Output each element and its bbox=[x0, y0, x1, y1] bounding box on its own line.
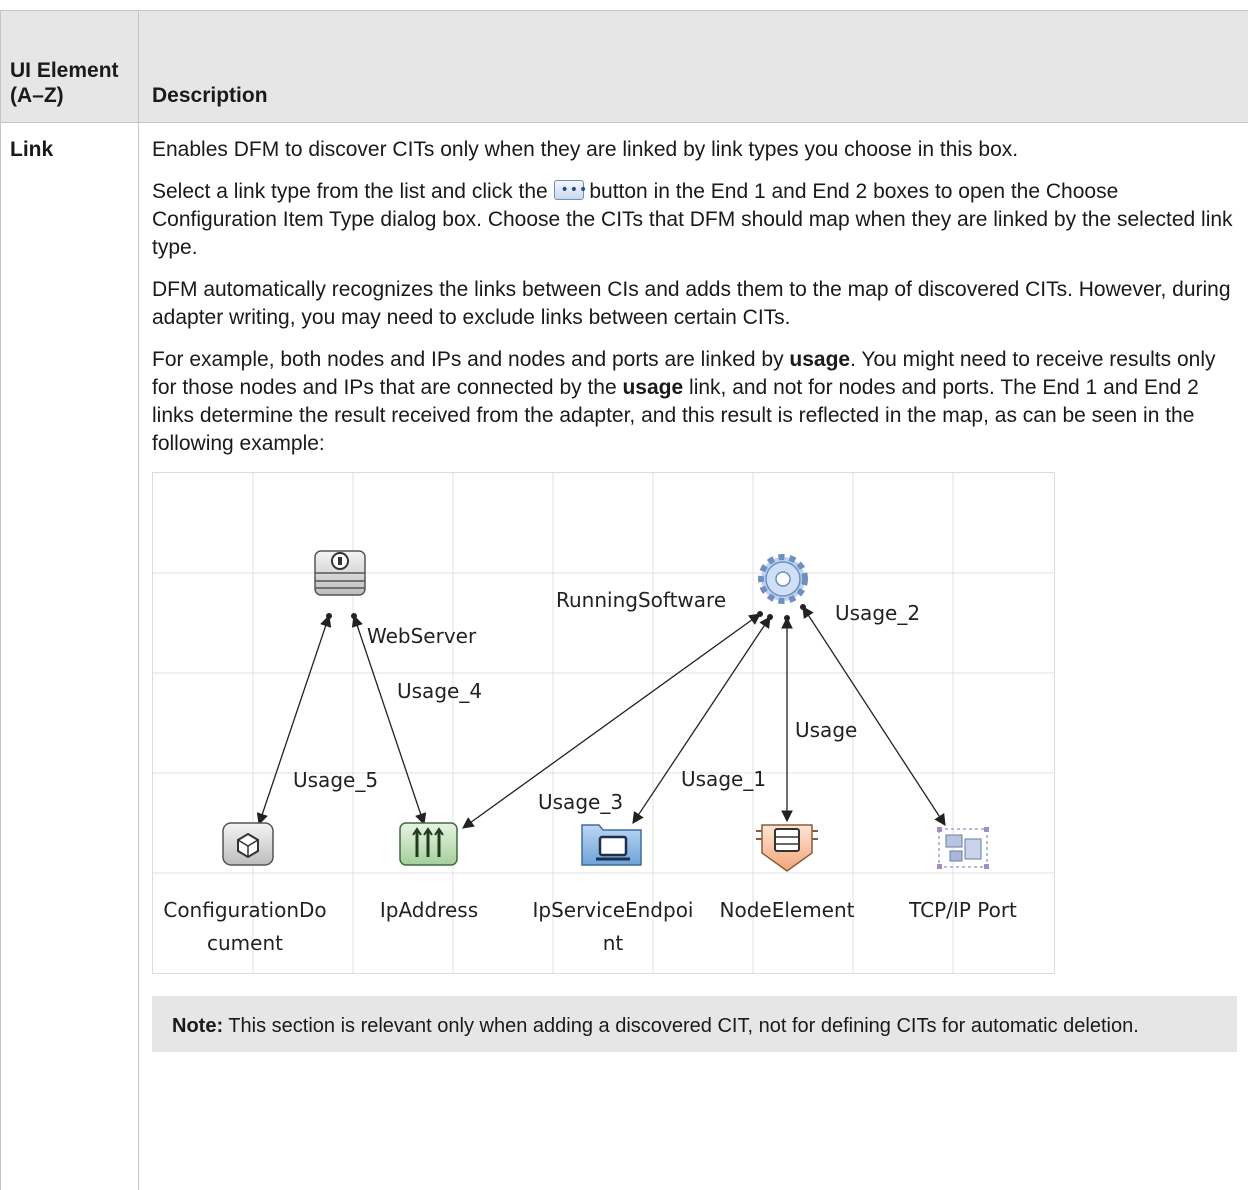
configuration-document-icon bbox=[222, 822, 274, 866]
link-webserver bbox=[351, 614, 427, 826]
paragraph-4-c: . You might need to receive results only… bbox=[152, 348, 1216, 399]
node-label-configuration-document-1: ConfigurationDo bbox=[163, 898, 326, 922]
diagram-links bbox=[256, 606, 946, 829]
ui-element-table: UI Element (A–Z) Description Link Enable… bbox=[0, 10, 1248, 1190]
running-software-gear-icon bbox=[758, 554, 808, 604]
note-text: This section is relevant only when addin… bbox=[223, 1015, 1139, 1037]
node-label-ip-address: IpAddress bbox=[380, 898, 478, 922]
header-ui-element-label: UI Element (A–Z) bbox=[10, 59, 119, 107]
ip-service-endpoint-icon bbox=[581, 824, 642, 866]
label-usage-4: Usage_4 bbox=[397, 679, 482, 703]
note-label: Note: bbox=[172, 1015, 224, 1037]
node-element-icon bbox=[756, 824, 818, 872]
label-running-software: RunningSoftware bbox=[556, 588, 726, 612]
node-label-tcp-ip-port: TCP/IP Port bbox=[908, 898, 1017, 922]
node-label-ip-service-endpoint-1: IpServiceEndpoi bbox=[532, 898, 693, 922]
label-usage-5: Usage_5 bbox=[293, 768, 378, 792]
paragraph-4-a: For example, both nodes and IPs and node… bbox=[152, 348, 790, 371]
tcp-ip-port-icon bbox=[937, 827, 989, 869]
element-name: Link bbox=[10, 138, 54, 161]
note-box: Note: This section is relevant only when… bbox=[152, 996, 1237, 1052]
link-usage-2 bbox=[802, 606, 946, 826]
paragraph-4: For example, both nodes and IPs and node… bbox=[152, 346, 1245, 458]
label-usage-1: Usage_1 bbox=[681, 767, 766, 791]
ellipsis-button-icon: ••• bbox=[553, 180, 587, 200]
paragraph-1: Enables DFM to discover CITs only when t… bbox=[152, 138, 1019, 161]
paragraph-3: DFM automatically recognizes the links b… bbox=[152, 278, 1231, 329]
paragraph-4-e: link, and not for nodes and ports. The E… bbox=[152, 376, 1199, 455]
node-label-configuration-document-2: cument bbox=[207, 931, 283, 955]
header-description: Description bbox=[138, 10, 1248, 123]
link-endpoints bbox=[326, 604, 806, 621]
usage-term-1: usage bbox=[789, 348, 851, 371]
usage-term-2: usage bbox=[622, 376, 684, 399]
paragraph-2-start: Select a link type from the list and cli… bbox=[152, 180, 554, 203]
table-row: Link Enables DFM to discover CITs only w… bbox=[0, 122, 1248, 1190]
link-usage-3 bbox=[632, 616, 771, 824]
paragraph-2-end: button in the End 1 and End 2 boxes to o… bbox=[152, 180, 1233, 259]
label-usage-2: Usage_2 bbox=[835, 601, 920, 625]
element-cell: Link bbox=[0, 122, 139, 1190]
header-ui-element: UI Element (A–Z) bbox=[0, 10, 139, 123]
node-label-ip-service-endpoint-2: nt bbox=[603, 931, 624, 955]
label-webserver: WebServer bbox=[367, 624, 477, 648]
table-header-row: UI Element (A–Z) Description bbox=[0, 10, 1248, 123]
header-description-label: Description bbox=[152, 84, 268, 107]
link-usage-5 bbox=[256, 614, 332, 826]
label-usage-3: Usage_3 bbox=[538, 790, 623, 814]
ip-address-icon bbox=[399, 822, 458, 866]
description-cell: Enables DFM to discover CITs only when t… bbox=[139, 123, 1248, 1190]
link-map-diagram: WebServer Usage_4 Usage_5 RunningSoftwar… bbox=[152, 472, 1055, 974]
label-usage: Usage bbox=[795, 718, 857, 742]
paragraph-2: Select a link type from the list and cli… bbox=[152, 178, 1245, 262]
node-label-node-element: NodeElement bbox=[720, 898, 855, 922]
web-server-icon bbox=[314, 550, 366, 596]
